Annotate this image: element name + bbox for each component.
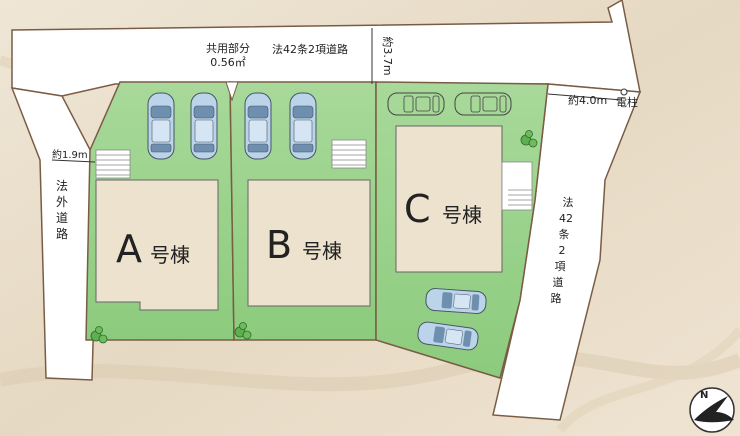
car-a2	[190, 92, 218, 160]
road-left-char: 法	[56, 179, 68, 193]
building-b-suffix: 号棟	[302, 239, 342, 263]
road-right-char: 42	[559, 212, 573, 225]
building-c	[395, 125, 503, 273]
road-right-char: 路	[551, 292, 562, 305]
road-top-width: 約3.7m	[381, 36, 395, 75]
car-a1	[147, 92, 175, 160]
shared-label: 共用部分	[206, 41, 250, 55]
car-b2	[289, 92, 317, 160]
dim-left	[51, 159, 96, 163]
compass-icon: N	[689, 387, 735, 433]
building-a	[95, 179, 219, 311]
compass-label: N	[700, 390, 708, 401]
building-c-suffix: 号棟	[442, 203, 482, 227]
road-right-width: 約4.0m	[568, 93, 607, 107]
road-right-char: 法	[563, 195, 574, 209]
car-c1	[424, 287, 488, 315]
building-c-letter: C	[404, 187, 431, 231]
building-a-suffix: 号棟	[150, 243, 190, 267]
dim-right	[547, 93, 623, 101]
stairs-b	[331, 139, 367, 169]
road-left-char: 道	[56, 211, 68, 225]
pole-icon	[620, 88, 628, 96]
road-left-width: 約1.9m	[52, 148, 88, 161]
stairs-c	[501, 161, 533, 211]
building-b-letter: B	[266, 223, 292, 267]
road-top-label: 法42条2項道路	[272, 42, 348, 56]
road-right-char: 2	[559, 244, 566, 257]
stairs-a	[95, 149, 131, 179]
road-left-char: 路	[56, 226, 68, 241]
road-right-char: 項	[555, 260, 566, 273]
road-left-char: 外	[56, 195, 68, 209]
pole-label: 電柱	[616, 95, 638, 109]
road-right-char: 条	[559, 227, 570, 241]
shared-area-label: 0.56㎡	[210, 56, 246, 69]
building-a-letter: A	[116, 227, 142, 271]
car-b1	[244, 92, 272, 160]
building-b	[247, 179, 371, 307]
road-right-char: 道	[553, 275, 564, 289]
shared-area-marker	[225, 81, 239, 102]
